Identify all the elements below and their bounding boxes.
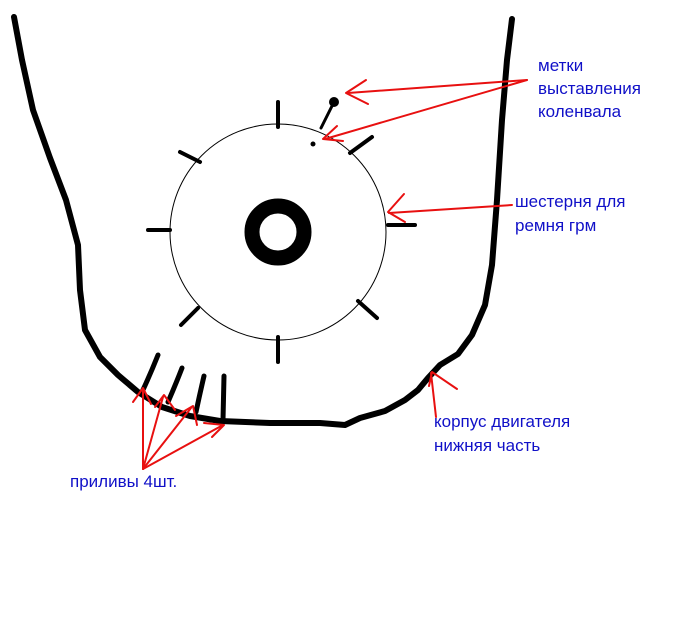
arrow-to-lug-2 [142,396,164,470]
gear-tooth [348,135,374,155]
arrowhead-lug-2 [154,394,176,411]
gear-hub [244,198,312,266]
label-engine-case-line1: корпус двигателя [434,412,570,431]
lug-2 [165,365,185,405]
gear-tooth [179,306,200,327]
engine-case-outline [11,14,515,428]
arrowhead-lug-1 [132,387,152,405]
gear-tooth [178,150,202,164]
label-gear-line1: шестерня для [515,192,625,211]
lug-4 [220,373,227,423]
lug-3 [193,373,207,415]
label-engine-case-line2: нижняя часть [434,436,540,455]
arrowhead-lower-mark [322,125,344,142]
label-marks-line1: метки [538,56,583,75]
label-gear-line2: ремня грм [515,216,596,235]
arrow-to-lug-4 [142,424,224,470]
arrow-to-upper-mark [347,79,528,94]
labels: метки выставления коленвала шестерня для… [70,56,641,491]
timing-mark-dot-lower [310,141,316,147]
timing-gear-circle [169,123,387,341]
arrowhead-upper-mark [345,79,369,105]
arrow-to-lower-mark [324,79,528,140]
label-marks-line2: выставления [538,79,641,98]
arrow-to-lug-3 [142,407,192,470]
lugs-group [139,352,227,423]
label-marks-line3: коленвала [538,102,622,121]
arrow-to-engine-case [430,372,437,418]
timing-mark-pointer [319,104,334,130]
arrowhead-gear [387,193,406,223]
arrowhead-lug-4 [203,422,225,438]
arrowhead-engine-case [428,371,458,390]
arrowhead-lug-3 [175,405,198,426]
timing-mark-dot-upper [329,97,339,107]
crankshaft-timing-marks [310,97,339,147]
pointer-arrows [132,79,528,470]
label-lugs: приливы 4шт. [70,472,177,491]
lug-1 [139,352,161,395]
arrow-to-gear [388,204,513,214]
gear-tooth [356,299,379,320]
gear-teeth [146,100,417,364]
